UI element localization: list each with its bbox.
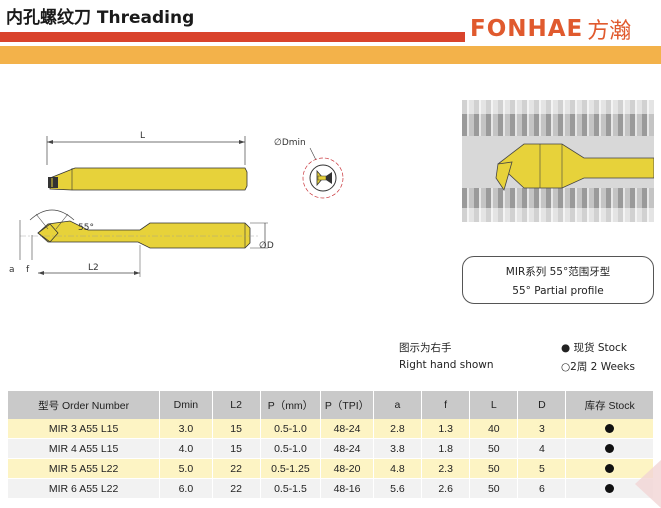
stock-dot-icon xyxy=(605,464,615,474)
label-a: a xyxy=(9,265,15,275)
cell-a: 5.6 xyxy=(373,478,423,499)
thread-tool-body xyxy=(497,143,654,189)
label-angle: 55° xyxy=(78,223,94,233)
product-line-1: MIR系列 55°范围牙型 xyxy=(505,266,611,278)
label-L2: L2 xyxy=(88,263,99,273)
tool-tip-side xyxy=(37,223,59,243)
col-stock: 库存 Stock xyxy=(565,391,654,419)
col-l: L xyxy=(469,391,519,419)
label-D: ∅D xyxy=(259,241,274,251)
tool-top-view xyxy=(49,167,248,191)
col-dmin: Dmin xyxy=(159,391,213,419)
table-row: MIR 6 A55 L22 6.0 22 0.5-1.5 48-16 5.6 2… xyxy=(8,478,654,499)
cell-order-number: MIR 6 A55 L22 xyxy=(8,478,161,499)
product-info-box: MIR系列 55°范围牙型 55° Partial profile xyxy=(462,256,654,304)
table-header-row: 型号 Order Number Dmin L2 P（mm） P（TPI） a f… xyxy=(8,391,654,419)
cell-a: 3.8 xyxy=(373,438,423,459)
cell-f: 1.8 xyxy=(421,438,471,459)
col-l2: L2 xyxy=(212,391,261,419)
cell-stock xyxy=(565,458,654,479)
cell-p-tpi: 48-24 xyxy=(320,419,374,439)
cell-l2: 22 xyxy=(212,478,261,499)
cell-stock xyxy=(565,419,654,439)
header-red-bar xyxy=(0,32,465,42)
cell-stock xyxy=(565,478,654,499)
cell-l: 40 xyxy=(469,419,519,439)
table-row: MIR 4 A55 L15 4.0 15 0.5-1.0 48-24 3.8 1… xyxy=(8,438,654,459)
cell-dmin: 5.0 xyxy=(159,458,213,479)
cell-l: 50 xyxy=(469,478,519,499)
page-corner-arrow-icon xyxy=(635,460,661,508)
table-row: MIR 3 A55 L15 3.0 15 0.5-1.0 48-24 2.8 1… xyxy=(8,419,654,439)
logo-cjk-text: 方瀚 xyxy=(587,19,632,44)
tool-tip-top xyxy=(48,177,58,188)
note-hand-en: Right hand shown xyxy=(399,359,494,371)
cell-p-tpi: 48-20 xyxy=(320,458,374,479)
cell-f: 1.3 xyxy=(421,419,471,439)
col-f: f xyxy=(421,391,471,419)
cell-dmin: 6.0 xyxy=(159,478,213,499)
cell-dmin: 4.0 xyxy=(159,438,213,459)
label-dmin: ∅Dmin xyxy=(274,138,306,148)
tool-end-view: ∅Dmin xyxy=(274,138,344,199)
col-p-tpi: P（TPI） xyxy=(320,391,374,419)
cell-d: 3 xyxy=(517,419,567,439)
cell-dmin: 3.0 xyxy=(159,419,213,439)
col-p-mm: P（mm） xyxy=(260,391,322,419)
page-title: 内孔螺纹刀 Threading xyxy=(6,8,195,28)
cell-p-mm: 0.5-1.0 xyxy=(260,438,322,459)
label-f: f xyxy=(26,265,30,275)
cell-d: 6 xyxy=(517,478,567,499)
note-hand-cn: 图示为右手 xyxy=(399,342,452,354)
col-d: D xyxy=(517,391,567,419)
cell-a: 2.8 xyxy=(373,419,423,439)
header-orange-bar xyxy=(0,46,661,64)
table-row: MIR 5 A55 L22 5.0 22 0.5-1.25 48-20 4.8 … xyxy=(8,458,654,479)
cell-l: 50 xyxy=(469,438,519,459)
cell-p-mm: 0.5-1.0 xyxy=(260,419,322,439)
stock-dot-icon xyxy=(605,484,615,494)
col-order-number: 型号 Order Number xyxy=(8,391,161,419)
label-L: L xyxy=(140,131,145,141)
cell-order-number: MIR 5 A55 L22 xyxy=(8,458,161,479)
cell-p-mm: 0.5-1.25 xyxy=(260,458,322,479)
spec-table: 型号 Order Number Dmin L2 P（mm） P（TPI） a f… xyxy=(8,391,654,499)
cell-p-mm: 0.5-1.5 xyxy=(260,478,322,499)
cell-d: 5 xyxy=(517,458,567,479)
cell-l2: 15 xyxy=(212,419,261,439)
cell-stock xyxy=(565,438,654,459)
product-line-2: 55° Partial profile xyxy=(512,285,604,297)
cell-d: 4 xyxy=(517,438,567,459)
cell-l2: 22 xyxy=(212,458,261,479)
cell-p-tpi: 48-24 xyxy=(320,438,374,459)
legend-weeks: ○2周 2 Weeks xyxy=(561,361,635,373)
cell-f: 2.6 xyxy=(421,478,471,499)
brand-logo: FONHAE 方瀚 xyxy=(470,14,631,44)
cell-l: 50 xyxy=(469,458,519,479)
stock-dot-icon xyxy=(605,424,615,434)
stock-dot-icon xyxy=(605,444,615,454)
cell-l2: 15 xyxy=(212,438,261,459)
cell-p-tpi: 48-16 xyxy=(320,478,374,499)
tool-side-view xyxy=(37,220,251,249)
tool-technical-drawing: L 55° ∅D L2 a f xyxy=(9,131,274,277)
legend-stock: ● 现货 Stock xyxy=(561,342,627,354)
cell-order-number: MIR 4 A55 L15 xyxy=(8,438,161,459)
cell-a: 4.8 xyxy=(373,458,423,479)
logo-latin-text: FONHAE xyxy=(470,16,584,42)
cell-f: 2.3 xyxy=(421,458,471,479)
cell-order-number: MIR 3 A55 L15 xyxy=(8,419,161,439)
thread-illustration xyxy=(462,100,654,222)
col-a: a xyxy=(373,391,423,419)
